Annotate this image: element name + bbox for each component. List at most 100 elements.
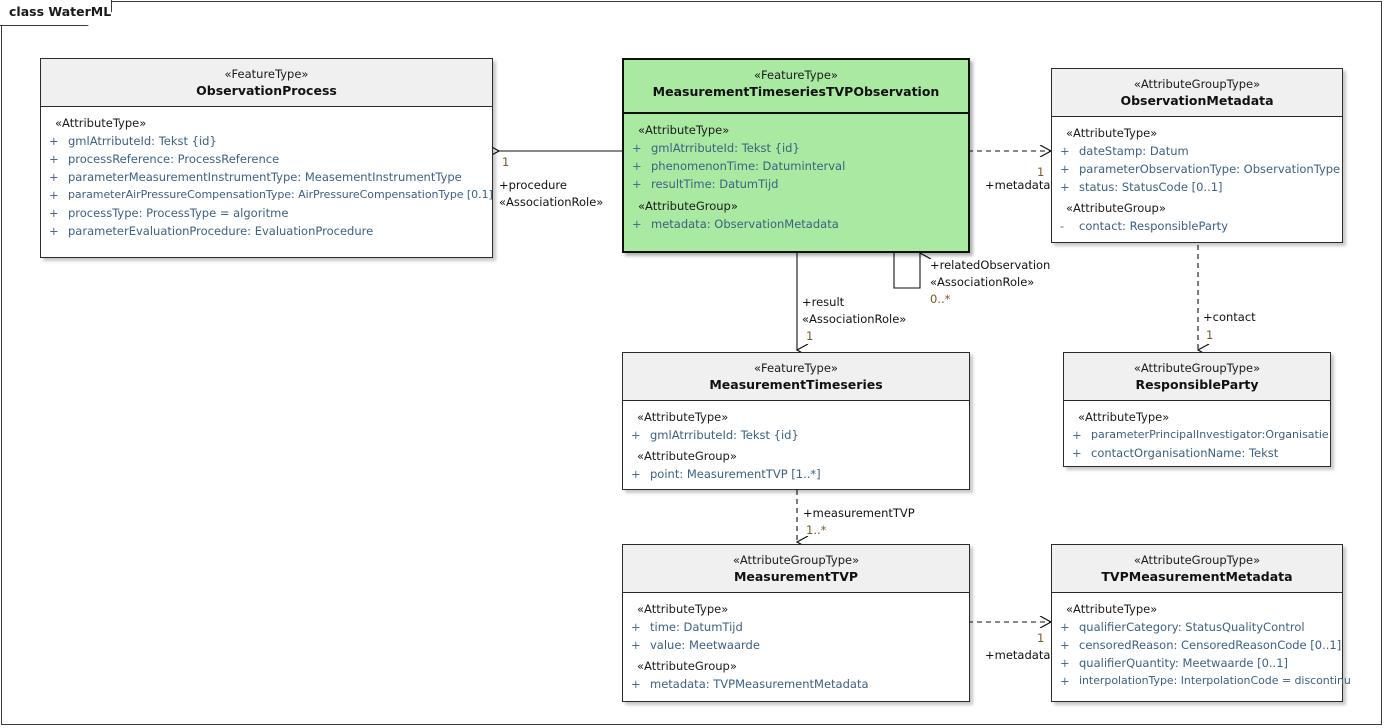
class-stereotype: «AttributeGroupType» (1133, 361, 1261, 375)
attribute-visibility: + (632, 141, 642, 155)
class-header: «AttributeGroupType» ResponsibleParty (1064, 353, 1330, 401)
attribute-text: qualifierCategory: StatusQualityControl (1079, 620, 1305, 634)
connector-related-observation-multiplicity: 0..* (930, 292, 951, 306)
class-name: ResponsibleParty (1135, 377, 1259, 392)
class-measurement-timeseries[interactable]: «FeatureType» MeasurementTimeseries «Att… (622, 352, 970, 490)
class-header: «FeatureType» ObservationProcess (41, 59, 492, 107)
class-header: «AttributeGroupType» TVPMeasurementMetad… (1052, 545, 1342, 593)
connector-measurement-tvp-multiplicity: 1..* (806, 523, 827, 537)
connector-result-role: +result (802, 295, 845, 309)
class-observation-process[interactable]: «FeatureType» ObservationProcess «Attrib… (40, 58, 493, 258)
attribute-text: interpolationType: InterpolationCode = d… (1079, 674, 1351, 687)
class-observation-metadata[interactable]: «AttributeGroupType» ObservationMetadata… (1051, 68, 1343, 243)
connector-contact-multiplicity: 1 (1206, 328, 1214, 342)
attribute-row: + contactOrganisationName: Tekst (1064, 444, 1330, 462)
attribute-visibility: + (631, 677, 641, 691)
connector-result-multiplicity: 1 (806, 329, 814, 343)
attribute-group-label: «AttributeType» (637, 410, 729, 424)
diagram-title: class WaterML (9, 4, 112, 19)
class-measurement-tvp[interactable]: «AttributeGroupType» MeasurementTVP «Att… (622, 544, 970, 702)
attribute-group-label: «AttributeType» (1078, 410, 1170, 424)
connector-metadata-observation-multiplicity: 1 (1037, 165, 1045, 179)
attribute-row: + processReference: ProcessReference (41, 150, 492, 168)
attribute-row: + time: DatumTijd (623, 618, 969, 636)
connector-result-stereotype: «AssociationRole» (802, 312, 907, 326)
attribute-row: + resultTime: DatumTijd (624, 175, 968, 193)
attribute-group-label: «AttributeType» (637, 602, 729, 616)
attribute-row: + qualifierQuantity: Meetwaarde [0..1] (1052, 654, 1342, 672)
attribute-visibility: + (1060, 638, 1070, 652)
class-name: MeasurementTimeseries (709, 377, 883, 392)
attribute-text: processType: ProcessType = algoritme (68, 206, 289, 220)
attribute-visibility: + (1060, 180, 1070, 194)
attribute-visibility: + (1060, 162, 1070, 176)
attribute-text: parameterPrincipalInvestigator:Organisat… (1091, 428, 1329, 441)
class-body: «AttributeType» + gmlAtrributeId: Tekst … (624, 114, 968, 251)
attribute-visibility: + (49, 224, 59, 238)
attribute-visibility: + (49, 206, 59, 220)
attribute-visibility: + (1060, 674, 1070, 688)
connector-metadata-tvp-role: +metadata (985, 648, 1051, 662)
attribute-text: gmlAtrributeId: Tekst {id} (650, 428, 799, 442)
attribute-row: + gmlAtrributeId: Tekst {id} (623, 426, 969, 444)
attribute-text: phenomenonTime: Datuminterval (651, 159, 846, 173)
class-name: ObservationProcess (196, 83, 337, 98)
attribute-visibility: + (49, 134, 59, 148)
attribute-visibility: + (1072, 428, 1082, 442)
attribute-visibility: + (1060, 620, 1070, 634)
attribute-row: + parameterAirPressureCompensationType: … (41, 186, 493, 204)
attribute-text: time: DatumTijd (650, 620, 743, 634)
connector-metadata-tvp-multiplicity: 1 (1037, 631, 1045, 645)
attribute-visibility: + (1060, 656, 1070, 670)
attribute-group-label: «AttributeType» (638, 123, 730, 137)
attribute-visibility: + (631, 467, 641, 481)
attribute-row: + value: Meetwaarde (623, 636, 969, 654)
attribute-group-label: «AttributeType» (1066, 602, 1158, 616)
attribute-text: censoredReason: CensoredReasonCode [0..1… (1079, 638, 1342, 652)
attribute-visibility: + (632, 217, 642, 231)
attribute-text: parameterObservationType: ObservationTyp… (1079, 162, 1341, 176)
connector-related-observation-role: +relatedObservation (930, 258, 1051, 272)
class-header: «AttributeGroupType» MeasurementTVP (623, 545, 969, 593)
attribute-row: + gmlAtrributeId: Tekst {id} (624, 139, 968, 157)
attribute-text: dateStamp: Datum (1079, 144, 1189, 158)
connector-procedure-stereotype: «AssociationRole» (499, 195, 604, 209)
attribute-text: processReference: ProcessReference (68, 152, 280, 166)
class-measurement-timeseries-tvp-observation[interactable]: «FeatureType» MeasurementTimeseriesTVPOb… (622, 58, 970, 253)
attribute-text: qualifierQuantity: Meetwaarde [0..1] (1079, 656, 1289, 670)
attribute-row: + dateStamp: Datum (1052, 142, 1342, 160)
attribute-text: status: StatusCode [0..1] (1079, 180, 1223, 194)
attribute-row: + qualifierCategory: StatusQualityContro… (1052, 618, 1342, 636)
class-name: ObservationMetadata (1120, 93, 1274, 108)
class-body: «AttributeType» + parameterPrincipalInve… (1064, 401, 1330, 466)
class-stereotype: «AttributeGroupType» (732, 553, 860, 567)
attribute-text: parameterMeasurementInstrumentType: Meas… (68, 170, 462, 184)
attribute-row: + point: MeasurementTVP [1..*] (623, 465, 969, 483)
class-tvp-measurement-metadata[interactable]: «AttributeGroupType» TVPMeasurementMetad… (1051, 544, 1351, 702)
attribute-group-label: «AttributeType» (1066, 126, 1158, 140)
attribute-row: + parameterEvaluationProcedure: Evaluati… (41, 222, 492, 240)
connector-related-observation-stereotype: «AssociationRole» (930, 275, 1035, 289)
connector-metadata-observation-role: +metadata (985, 178, 1051, 192)
attribute-visibility: - (1060, 219, 1065, 233)
class-body: «AttributeType» + gmlAtrributeId: Tekst … (623, 401, 969, 489)
attribute-text: metadata: TVPMeasurementMetadata (650, 677, 869, 691)
attribute-text: contact: ResponsibleParty (1079, 219, 1228, 233)
class-body: «AttributeType» + gmlAtrributeId: Tekst … (41, 107, 493, 257)
attribute-row: - contact: ResponsibleParty (1052, 217, 1342, 235)
diagram-frame-tab-inner: class WaterML (0, 0, 112, 26)
attribute-text: gmlAtrributeId: Tekst {id} (68, 134, 217, 148)
attribute-visibility: + (49, 170, 59, 184)
class-header: «AttributeGroupType» ObservationMetadata (1052, 69, 1342, 117)
attribute-row: + processType: ProcessType = algoritme (41, 204, 492, 222)
class-name: MeasurementTVP (733, 569, 859, 584)
attribute-visibility: + (49, 152, 59, 166)
class-responsible-party[interactable]: «AttributeGroupType» ResponsibleParty «A… (1063, 352, 1331, 467)
class-name: TVPMeasurementMetadata (1101, 569, 1293, 584)
connector-procedure-role: +procedure (499, 178, 567, 192)
attribute-text: gmlAtrributeId: Tekst {id} (651, 141, 800, 155)
attribute-group-label: «AttributeGroup» (638, 199, 738, 213)
class-stereotype: «FeatureType» (754, 361, 838, 375)
